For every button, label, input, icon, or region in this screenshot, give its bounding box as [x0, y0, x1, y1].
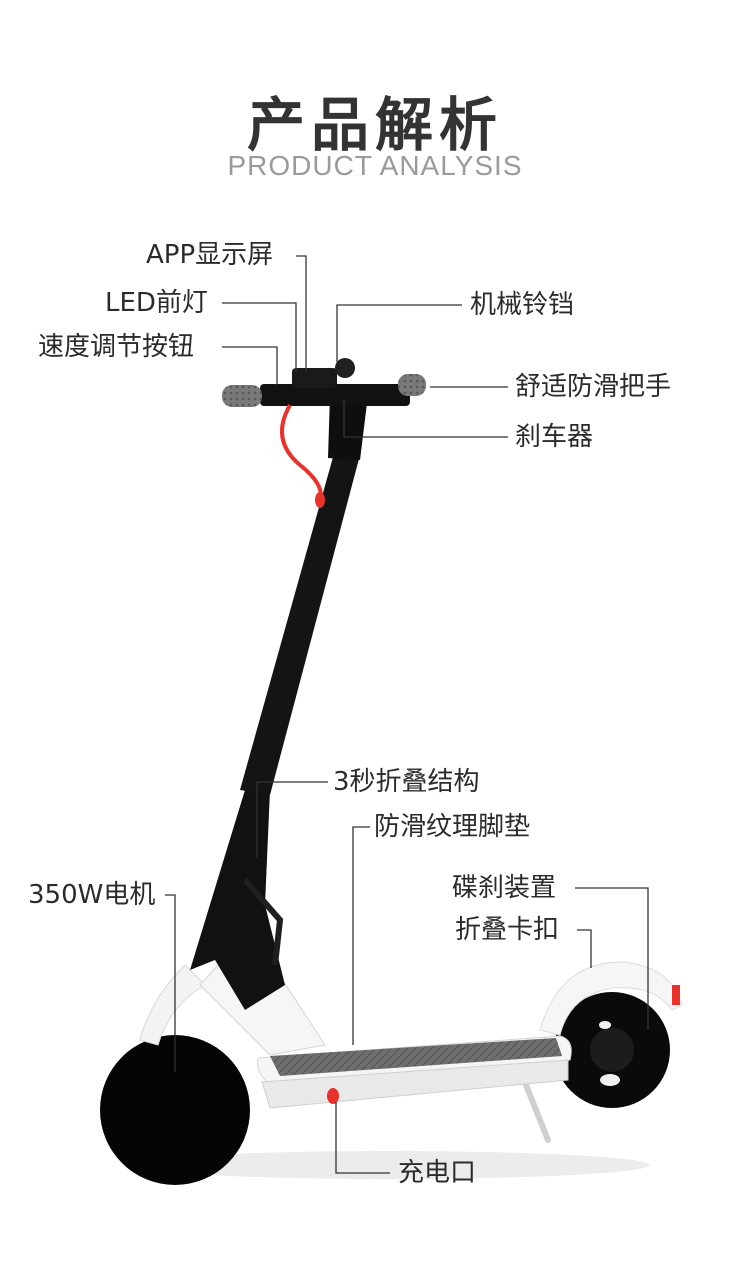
callout-bell: [336, 304, 462, 362]
ground-shadow: [130, 1151, 650, 1179]
brake-cable: [280, 404, 323, 501]
label-fold-buckle: 折叠卡扣: [455, 915, 560, 945]
fold-latch: [242, 878, 284, 966]
label-brake-lever: 刹车器: [515, 422, 594, 452]
rear-fender: [539, 961, 683, 1036]
page-title: 产品解析: [246, 91, 503, 159]
label-disc-brake: 碟刹装置: [452, 873, 557, 903]
callout-motor: [165, 894, 176, 1072]
label-app-display: APP显示屏: [146, 240, 274, 270]
callout-charge: [335, 1102, 390, 1174]
callout-buckle: [577, 929, 592, 968]
callout-brake: [343, 400, 508, 438]
label-fold-structure: 3秒折叠结构: [333, 767, 480, 797]
handlebar-bar: [260, 384, 410, 406]
callout-disc: [575, 887, 649, 1030]
label-speed-button: 速度调节按钮: [38, 332, 195, 362]
stem: [240, 450, 360, 795]
label-grips: 舒适防滑把手: [515, 372, 672, 402]
right-grip: [398, 374, 426, 396]
display: [292, 368, 337, 388]
cable-clip: [315, 492, 325, 508]
label-deck-mat: 防滑纹理脚垫: [374, 812, 531, 842]
callout-lines: [165, 255, 649, 1174]
folding-body: [190, 790, 285, 1010]
charge-port-marker: [327, 1088, 339, 1104]
callout-led: [222, 302, 297, 372]
left-grip: [222, 385, 262, 407]
callout-speed: [222, 346, 278, 385]
callout-app-display: [296, 255, 307, 372]
callout-fold: [256, 781, 328, 858]
page-subtitle: PRODUCT ANALYSIS: [227, 150, 523, 181]
callout-deck: [352, 826, 370, 1045]
deck-mat: [270, 1038, 562, 1076]
label-motor: 350W电机: [28, 880, 156, 910]
handlebar-head: [328, 395, 368, 460]
label-charge-port: 充电口: [398, 1158, 477, 1188]
label-led-light: LED前灯: [105, 288, 208, 318]
rear-wheel: [554, 992, 670, 1108]
front-fork: [139, 964, 206, 1046]
front-wheel: [100, 1035, 250, 1185]
bell: [335, 358, 355, 378]
label-bell: 机械铃铛: [470, 290, 575, 320]
rear-light: [672, 985, 680, 1005]
